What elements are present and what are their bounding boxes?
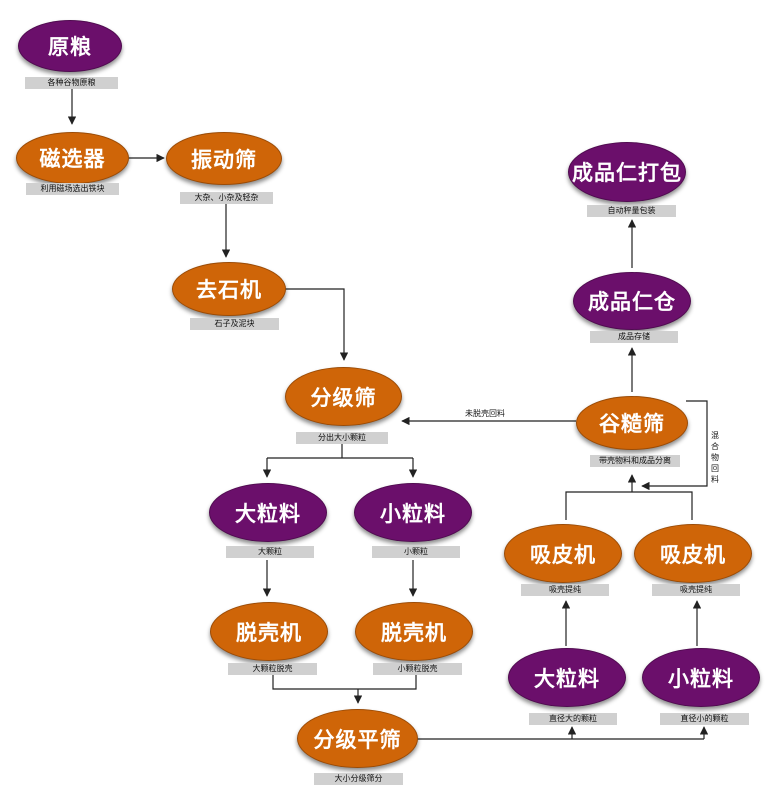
label-mixture-return: 混合物回料 (711, 431, 719, 484)
node-aspirator-right: 吸皮机 (634, 524, 752, 583)
edge-aspirators-to-paddy (565, 475, 693, 520)
caption-small-grain-left: 小颗粒 (372, 546, 460, 558)
edge-mixture-return (641, 400, 708, 491)
caption-huller-right: 小颗粒脱壳 (373, 663, 462, 675)
node-kernel-packing: 成品仁打包 (568, 142, 686, 202)
node-vibrating-screen: 振动筛 (166, 132, 282, 185)
label-unhulled-return: 未脱壳回料 (465, 409, 505, 418)
caption-aspirator-right: 吸壳提纯 (652, 584, 740, 596)
node-grading-screen: 分级筛 (285, 367, 402, 426)
node-paddy-separator: 谷糙筛 (576, 396, 688, 450)
caption-small-grain-right: 直径小的颗粒 (660, 713, 749, 725)
node-large-grain-right: 大粒料 (508, 648, 626, 707)
node-destoner: 去石机 (172, 262, 286, 316)
caption-large-grain-left: 大颗粒 (226, 546, 314, 558)
node-huller-left: 脱壳机 (210, 602, 328, 661)
node-huller-right: 脱壳机 (355, 602, 473, 661)
caption-flat-grading-screen: 大小分级筛分 (314, 773, 403, 785)
node-flat-grading-screen: 分级平筛 (297, 709, 418, 768)
caption-paddy-separator: 带壳物料和成品分离 (590, 455, 680, 467)
edge-destoner-to-grading (284, 288, 349, 361)
node-small-grain-left: 小粒料 (354, 483, 472, 542)
caption-grading-screen: 分出大小颗粒 (296, 432, 388, 444)
caption-destoner: 石子及泥块 (190, 318, 279, 330)
node-raw-grain: 原粮 (18, 20, 122, 72)
node-small-grain-right: 小粒料 (642, 648, 760, 707)
caption-aspirator-left: 吸壳提纯 (521, 584, 609, 596)
caption-kernel-packing: 自动秤量包装 (587, 205, 676, 217)
node-aspirator-left: 吸皮机 (504, 524, 622, 583)
node-large-grain-left: 大粒料 (209, 483, 327, 542)
caption-huller-left: 大颗粒脱壳 (228, 663, 317, 675)
edge-grading-split (267, 444, 413, 459)
caption-large-grain-right: 直径大的颗粒 (529, 713, 617, 725)
caption-kernel-bin: 成品存储 (590, 331, 678, 343)
caption-magnetic-separator: 利用磁场选出铁块 (26, 183, 119, 195)
caption-vibrating-screen: 大杂、小杂及轻杂 (180, 192, 273, 204)
caption-raw-grain: 各种谷物原粮 (25, 77, 118, 89)
node-magnetic-separator: 磁选器 (16, 132, 129, 184)
edge-hullers-to-flat (272, 675, 417, 703)
node-kernel-bin: 成品仁仓 (573, 272, 691, 330)
